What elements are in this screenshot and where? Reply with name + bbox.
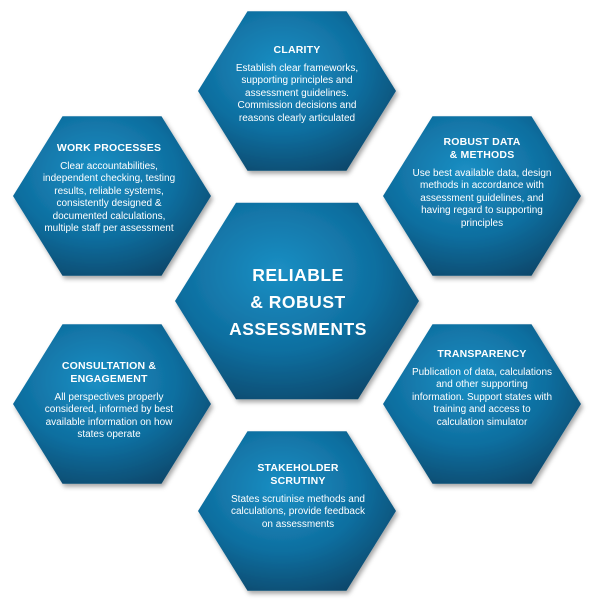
- consultation-hexagon: [13, 324, 211, 484]
- clarity-hexagon-label: CLARITY Establish clear frameworks, supp…: [222, 44, 372, 125]
- stakeholder-hexagon-label: STAKEHOLDER SCRUTINY States scrutinise m…: [225, 462, 371, 531]
- transparency-hexagon-label: TRANSPARENCY Publication of data, calcul…: [411, 348, 553, 429]
- robust-data-hexagon-label: ROBUST DATA & METHODS Use best available…: [411, 136, 553, 230]
- consultation-title: CONSULTATION & ENGAGEMENT: [61, 360, 157, 385]
- transparency-title: TRANSPARENCY: [437, 348, 527, 360]
- work-processes-hexagon: [13, 116, 211, 276]
- consultation-body: All perspectives properly considered, in…: [44, 392, 174, 441]
- center-hexagon: [175, 202, 419, 400]
- center-hexagon-label: RELIABLE & ROBUST ASSESSMENTS: [198, 262, 398, 343]
- center-title: RELIABLE & ROBUST ASSESSMENTS: [229, 265, 367, 339]
- clarity-body: Establish clear frameworks, supporting p…: [235, 63, 359, 124]
- stakeholder-body: States scrutinise methods and calculatio…: [231, 494, 365, 530]
- clarity-title: CLARITY: [273, 44, 321, 56]
- transparency-body: Publication of data, calculations and ot…: [411, 367, 553, 428]
- clarity-hexagon: [198, 11, 396, 171]
- work-processes-hexagon-label: WORK PROCESSES Clear accountabilities, i…: [34, 142, 184, 235]
- robust-data-body: Use best available data, design methods …: [412, 168, 552, 229]
- stakeholder-hexagon: [198, 431, 396, 591]
- transparency-hexagon: [383, 324, 581, 484]
- work-processes-title: WORK PROCESSES: [56, 142, 162, 154]
- robust-data-title: ROBUST DATA & METHODS: [443, 136, 521, 161]
- stakeholder-title: STAKEHOLDER SCRUTINY: [257, 462, 339, 487]
- robust-data-hexagon: [383, 116, 581, 276]
- consultation-hexagon-label: CONSULTATION & ENGAGEMENT All perspectiv…: [38, 360, 180, 442]
- work-processes-body: Clear accountabilities, independent chec…: [42, 161, 176, 235]
